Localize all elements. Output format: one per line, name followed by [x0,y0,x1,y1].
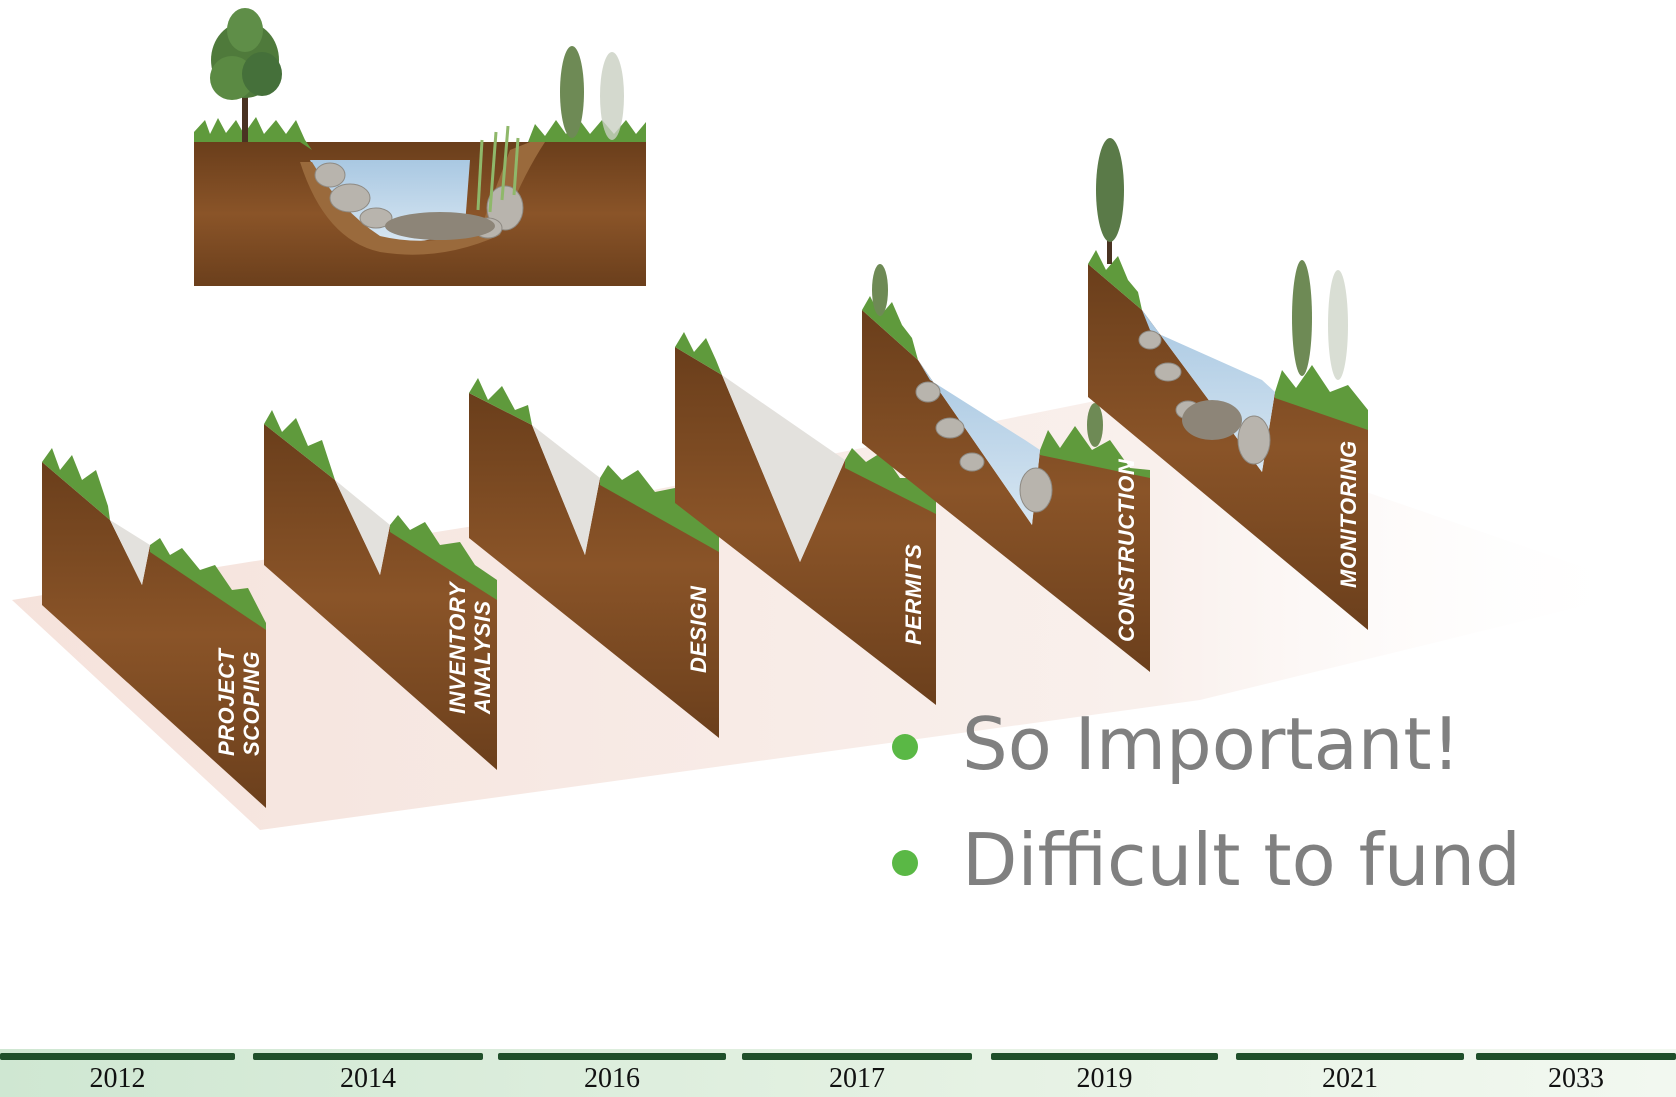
timeline-year-2021: 2021 [1236,1049,1464,1097]
bullet-item: So Important! [880,700,1521,816]
timeline-segment [1476,1053,1676,1060]
timeline-year-label: 2012 [89,1063,146,1094]
timeline-year-2016: 2016 [498,1049,726,1097]
stage-monitoring [1088,138,1368,630]
timeline-segment [1236,1053,1464,1060]
timeline-segment [498,1053,726,1060]
bullet-text: So Important! [962,702,1461,786]
timeline-year-label: 2017 [829,1063,885,1094]
bullet-dot-icon [892,734,918,760]
tree-icon [1096,138,1124,264]
restored-channel-illustration [194,8,646,286]
timeline-segment [742,1053,972,1060]
timeline-year-label: 2033 [1548,1063,1604,1094]
stage-label-monitoring: MONITORING [1336,440,1361,588]
stage-label-permits: PERMITS [901,544,926,645]
grass-strip [194,117,312,150]
timeline-year-label: 2019 [1076,1063,1133,1094]
boulders [314,162,524,239]
bullet-item: Difficult to fund [880,816,1521,932]
timeline-year-2012: 2012 [0,1049,235,1097]
reeds [476,125,520,213]
cypress-icon [560,46,624,140]
gravel-bed [385,212,495,240]
stage-inventory-analysis [264,410,497,770]
bullet-list: So Important! Difficult to fund [880,700,1521,932]
timeline-year-label: 2014 [340,1063,396,1094]
stage-design [469,378,719,738]
bullet-dot-icon [892,850,918,876]
timeline-year-label: 2016 [584,1063,640,1094]
timeline-year-2017: 2017 [742,1049,972,1097]
stage-permits [675,332,936,705]
timeline-bar: 2012 2014 2016 2017 2019 2021 2033 [0,1049,1676,1097]
tree-icon [210,8,282,142]
timeline-year-2014: 2014 [253,1049,483,1097]
stage-construction [862,264,1150,672]
stage-label-design: DESIGN [686,585,711,673]
timeline-year-2033: 2033 [1476,1049,1676,1097]
timeline-year-label: 2021 [1322,1063,1378,1094]
timeline-year-2019: 2019 [991,1049,1218,1097]
bullet-text: Difficult to fund [962,818,1521,902]
stage-project-scoping [42,448,266,808]
stage-label-construction: CONSTRUCTION [1114,458,1139,642]
timeline-segment [0,1053,235,1060]
stage-label-project-scoping: PROJECT SCOPING [214,642,264,756]
stage-label-inventory-analysis: INVENTORY ANALYSIS [445,576,495,715]
timeline-segment [253,1053,483,1060]
timeline-segment [991,1053,1218,1060]
